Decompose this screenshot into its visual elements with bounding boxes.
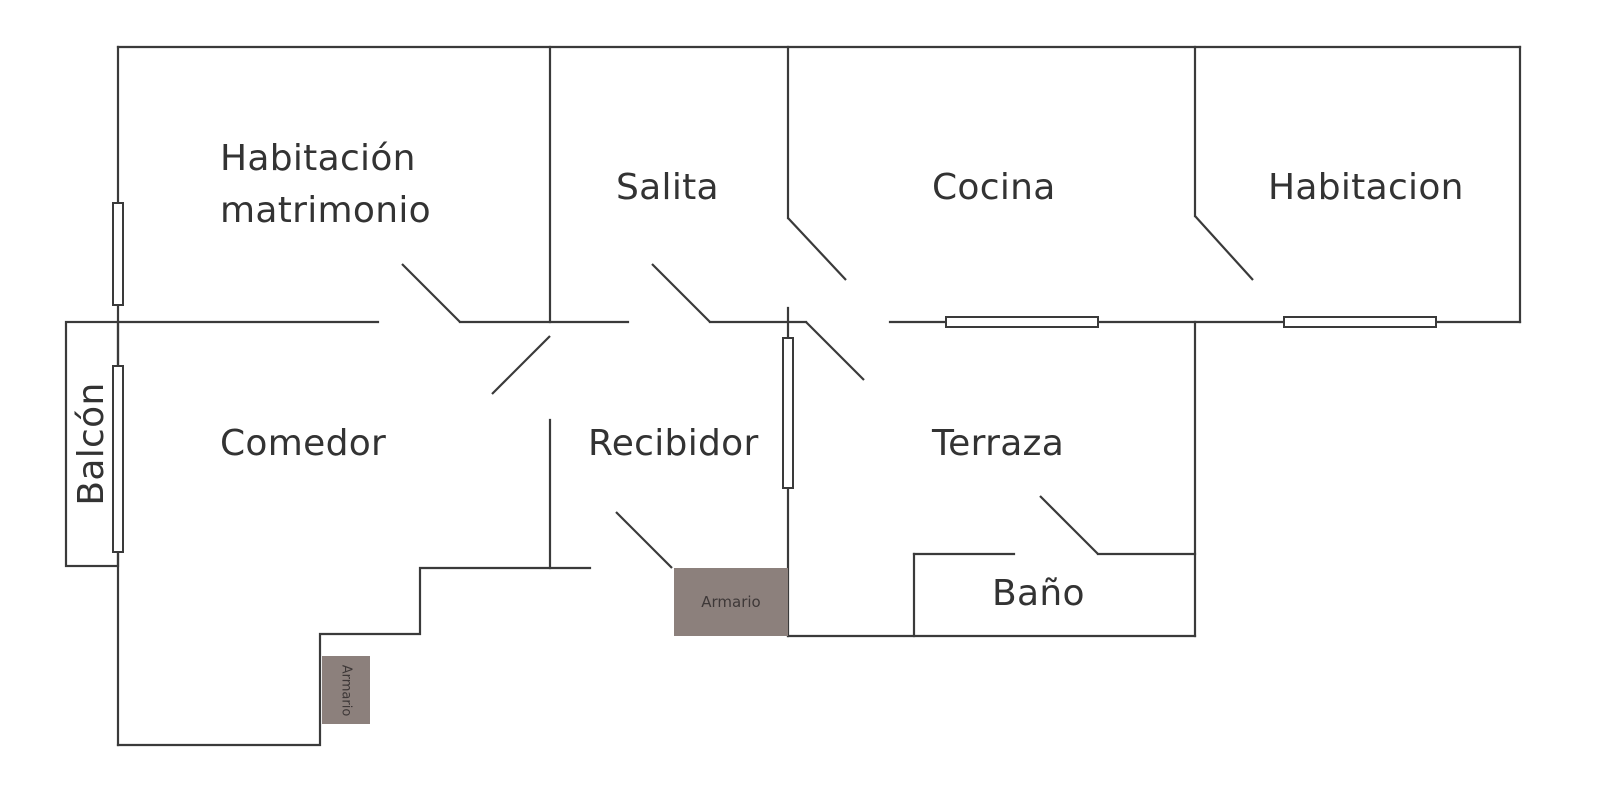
room-label-habitacion: Habitacion [1268,167,1464,208]
closet-recibidor: Armario [674,568,788,636]
room-label-terraza: Terraza [932,423,1065,464]
room-label-balcon: Balcón [71,382,112,506]
closet-recibidor-label: Armario [701,593,761,611]
door-cocina [787,217,847,281]
room-label-habitacion-matrimonio-line2: matrimonio [220,190,431,231]
door-armario [615,511,673,569]
room-label-comedor: Comedor [220,423,387,464]
doors [401,215,1254,569]
window-cocina [945,316,1099,328]
closet-comedor: Armario [322,656,370,724]
room-label-recibidor: Recibidor [588,423,759,464]
wall-bottom-stepped [116,566,592,747]
window-matrimonio [112,202,124,306]
room-label-cocina: Cocina [932,167,1056,208]
door-habitacion [1194,215,1254,281]
door-bano [1039,495,1099,555]
room-label-habitacion-matrimonio: Habitación matrimonio [220,133,431,237]
room-label-habitacion-matrimonio-line1: Habitación [220,138,416,179]
closet-comedor-label: Armario [338,664,354,716]
window-recibidor [782,337,794,489]
door-matrimonio [401,263,461,323]
door-terraza [805,321,865,381]
window-balcon [112,365,124,553]
room-label-salita: Salita [616,167,719,208]
door-salita [651,263,711,323]
room-label-bano: Baño [992,573,1085,614]
door-comedor [491,335,551,395]
window-habitacion [1283,316,1437,328]
windows [112,202,1437,553]
balcony-outline [64,320,120,568]
